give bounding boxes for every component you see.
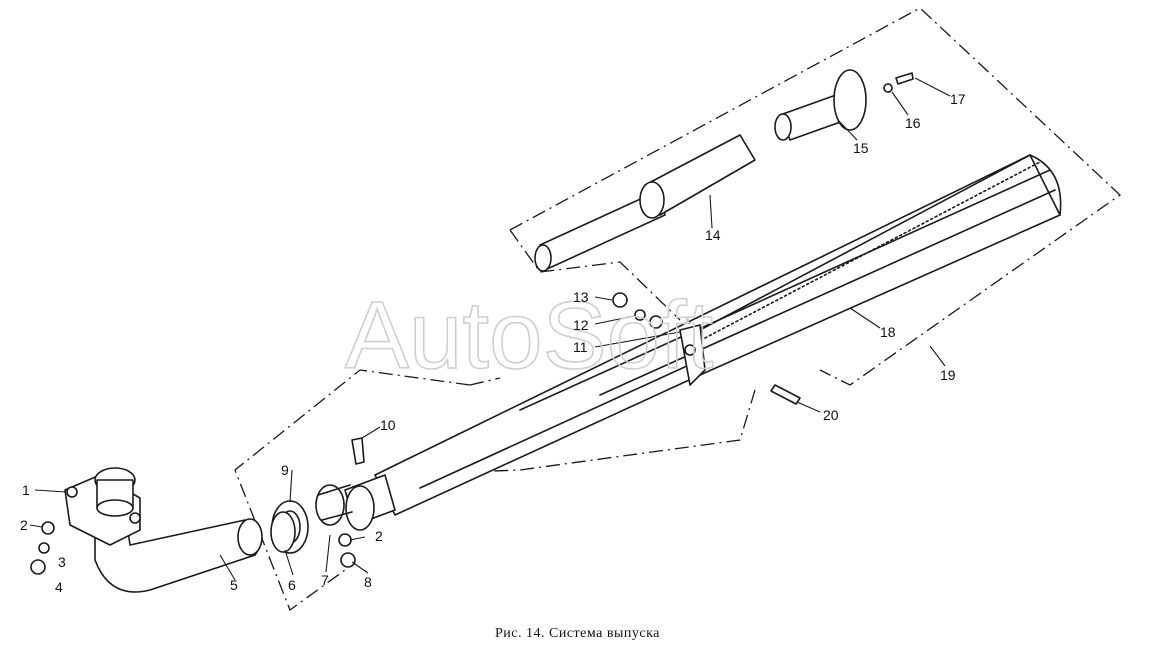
callout-2: 2	[20, 517, 28, 533]
callout-5: 5	[230, 577, 238, 593]
callout-17: 17	[950, 91, 966, 107]
callout-20: 20	[823, 407, 839, 423]
callout-9: 9	[281, 462, 289, 478]
callout-3: 3	[58, 554, 66, 570]
callout-13: 13	[573, 289, 589, 305]
exhaust-pipe	[94, 509, 263, 593]
clamp-ring	[270, 500, 309, 554]
callout-8: 8	[364, 574, 372, 590]
callout-12: 12	[573, 317, 589, 333]
callout-7: 7	[321, 572, 329, 588]
callout-19: 19	[940, 367, 956, 383]
callout-2-second: 2	[375, 528, 383, 544]
callout-15: 15	[853, 140, 869, 156]
callout-10: 10	[380, 417, 396, 433]
callout-labels: 1 2 3 4 5 6 7 8 9 10 11 12 13 14 15 16 1…	[20, 91, 966, 595]
figure-caption: Рис. 14. Система выпуска	[495, 626, 660, 641]
callout-1: 1	[22, 482, 30, 498]
fasteners	[30, 292, 663, 575]
callout-leaders	[29, 77, 951, 581]
bolts	[351, 384, 801, 465]
callout-16: 16	[905, 115, 921, 131]
exhaust-flange	[64, 467, 141, 546]
callout-14: 14	[705, 227, 721, 243]
inlet-pipe-collar	[315, 474, 396, 531]
callout-11: 11	[573, 339, 588, 355]
watermark-logo: AutoSoft	[345, 282, 713, 389]
callout-6: 6	[288, 577, 296, 593]
callout-4: 4	[55, 579, 63, 595]
tailpipe-end-cap	[774, 69, 914, 141]
callout-18: 18	[880, 324, 896, 340]
perforated-tube	[534, 134, 756, 272]
muffler	[374, 154, 1062, 516]
